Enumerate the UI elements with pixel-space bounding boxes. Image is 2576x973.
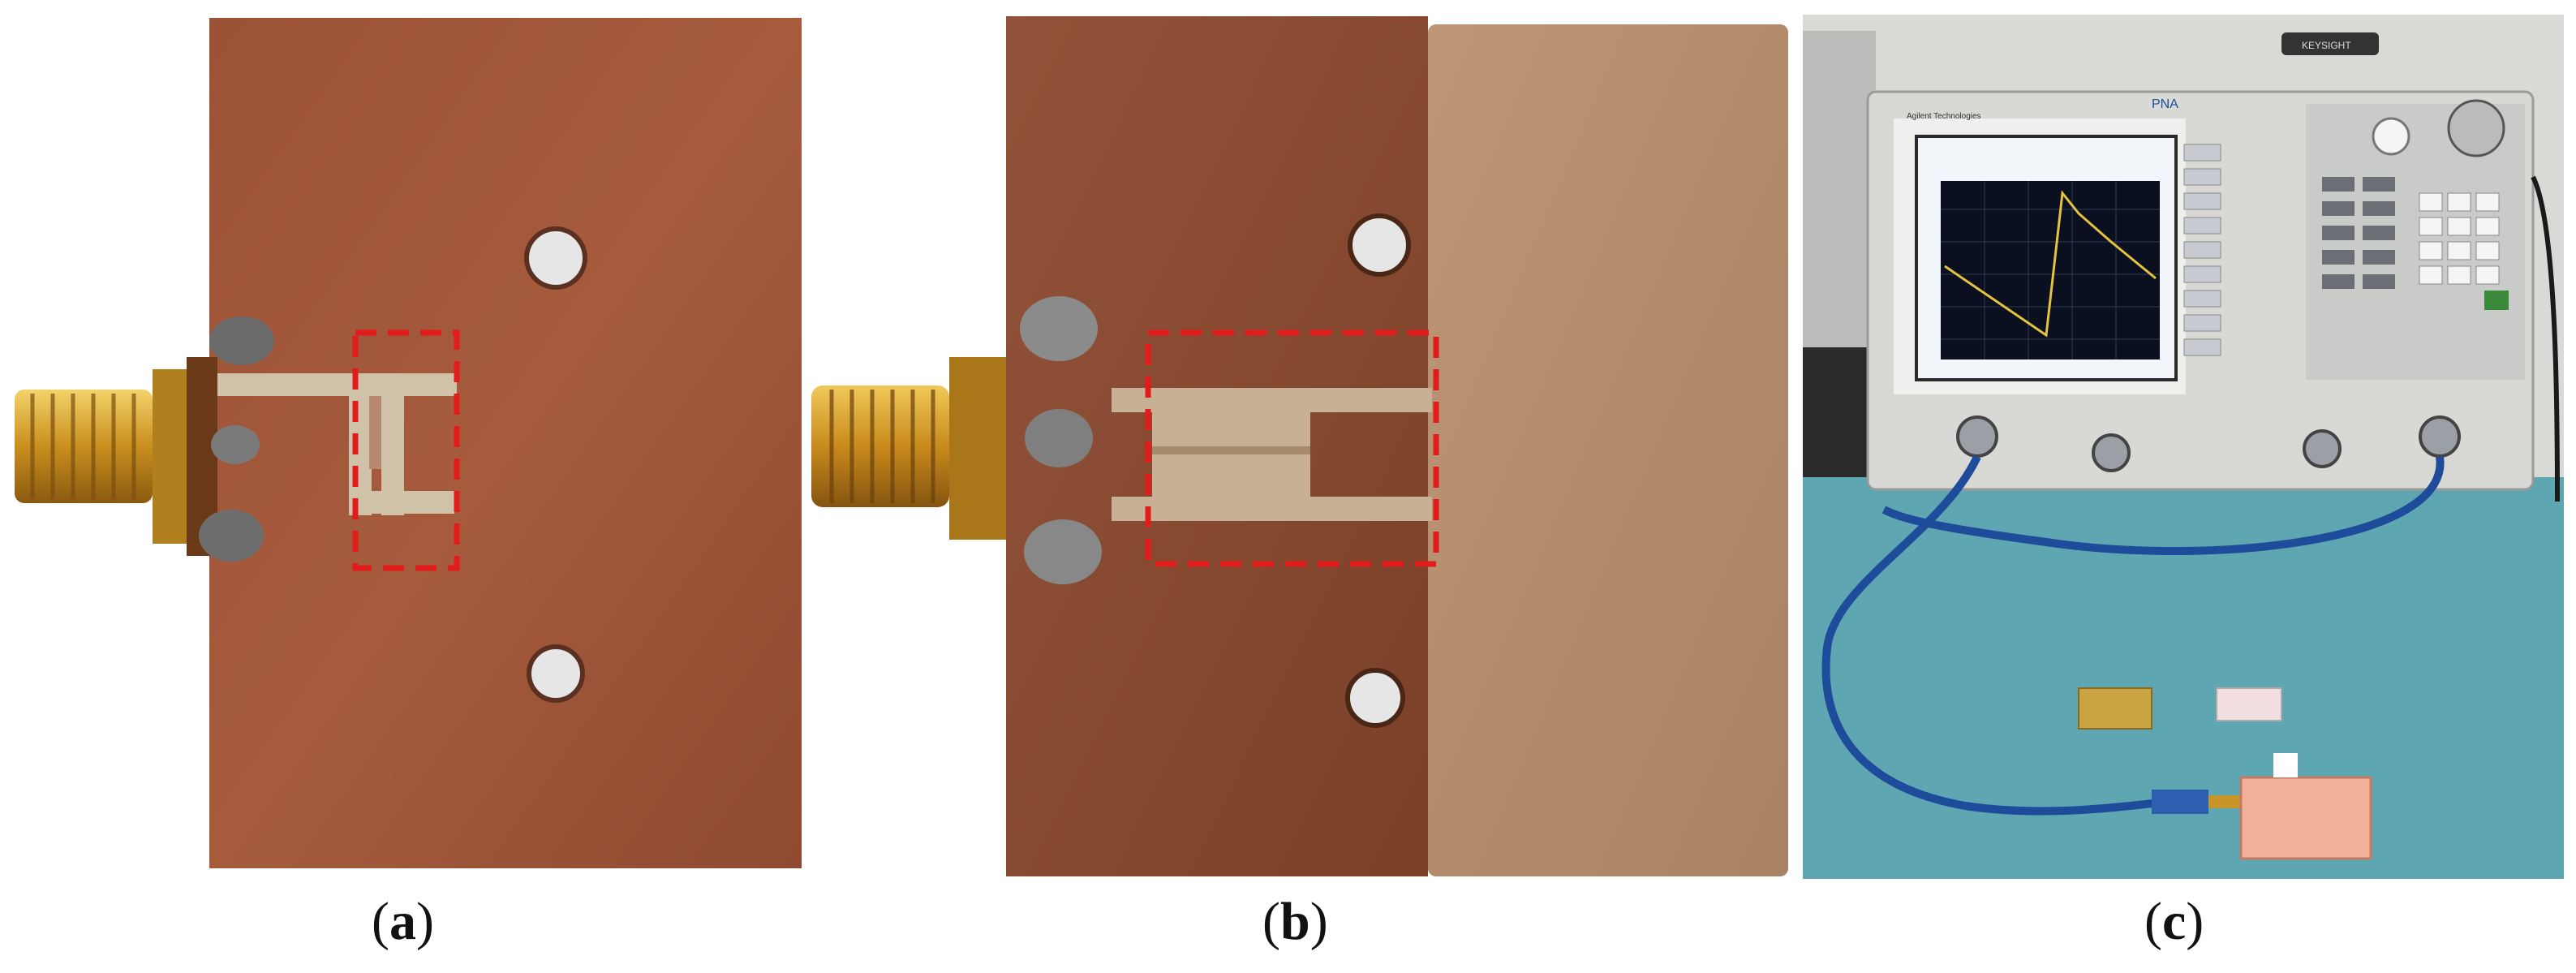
test-ports: [1956, 415, 2461, 472]
caption-b: (b): [1262, 892, 1328, 951]
mounting-hole: [1345, 668, 1405, 728]
svg-text:KEYSIGHT: KEYSIGHT: [2302, 40, 2351, 51]
coupled-line: [1112, 388, 1432, 521]
brand-label: Agilent Technologies: [1907, 112, 1981, 121]
panel-c: Agilent Technologies PNA: [1803, 15, 2564, 879]
caption-a: (a): [372, 892, 434, 951]
highlight-box: [352, 329, 460, 571]
test-cable: [1821, 454, 2169, 816]
usb-sensor: [2281, 32, 2379, 55]
panel-b: [803, 0, 1817, 885]
sample-white: [2216, 687, 2282, 721]
highlight-box: [1145, 329, 1439, 567]
model-label: PNA: [2152, 97, 2178, 111]
trace-line: [1944, 190, 2157, 338]
mounting-hole: [1348, 213, 1411, 277]
device-under-test: [2239, 776, 2372, 860]
pcb-board: [209, 18, 802, 868]
knob: [2372, 117, 2410, 156]
substrate-cover: [1428, 24, 1788, 876]
sample-gold: [2078, 687, 2152, 730]
caption-c: (c): [2144, 892, 2204, 951]
mounting-hole: [524, 226, 587, 290]
panel-a: [0, 0, 811, 885]
network-analyzer: Agilent Technologies PNA: [1866, 90, 2535, 491]
microstrip-trace: [217, 373, 457, 515]
sma-connector: [811, 357, 1006, 540]
sma-connector: [15, 357, 217, 556]
mounting-hole: [527, 644, 585, 703]
